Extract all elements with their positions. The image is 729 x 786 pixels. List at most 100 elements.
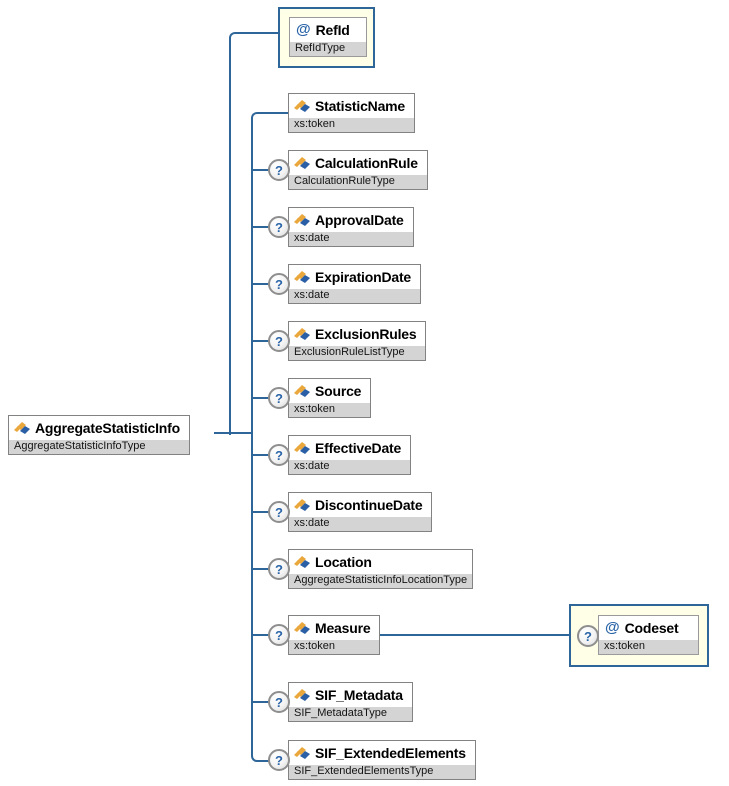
element-name: Measure <box>315 620 371 636</box>
optional-indicator-calculation-rule: ? <box>268 159 290 181</box>
optional-indicator-source: ? <box>268 387 290 409</box>
element-icon <box>294 270 310 283</box>
optional-indicator-effective-date: ? <box>268 444 290 466</box>
element-icon <box>294 498 310 511</box>
node-title-row: Measure <box>289 616 379 640</box>
connector-refid <box>229 32 280 435</box>
element-icon <box>294 555 310 568</box>
optional-indicator-exclusion-rules: ? <box>268 330 290 352</box>
element-type: SIF_MetadataType <box>289 707 412 721</box>
element-name: ExclusionRules <box>315 326 417 342</box>
connector-branch-effective-date <box>251 454 283 456</box>
node-title-row: DiscontinueDate <box>289 493 431 517</box>
attribute-name: Codeset <box>624 620 679 636</box>
optional-indicator-expiration-date: ? <box>268 273 290 295</box>
attribute-at-icon: @ <box>296 21 311 38</box>
node-approval-date[interactable]: ApprovalDate xs:date <box>288 207 414 247</box>
connector-measure-codeset <box>380 634 570 636</box>
node-aggregate-statistic-info[interactable]: AggregateStatisticInfo AggregateStatisti… <box>8 415 190 455</box>
element-icon <box>294 156 310 169</box>
element-icon <box>294 621 310 634</box>
element-type: AggregateStatisticInfoType <box>9 440 189 454</box>
optional-indicator-discontinue-date: ? <box>268 501 290 523</box>
optional-indicator-sif-metadata: ? <box>268 691 290 713</box>
node-statistic-name[interactable]: StatisticName xs:token <box>288 93 415 133</box>
connector-branch-discontinue-date <box>251 511 283 513</box>
optional-indicator-measure: ? <box>268 624 290 646</box>
element-type: xs:token <box>289 640 380 654</box>
node-title-row: SIF_ExtendedElements <box>289 741 475 765</box>
node-title-row: @ Codeset <box>599 616 698 640</box>
node-effective-date[interactable]: EffectiveDate xs:date <box>288 435 412 475</box>
connector-root <box>214 432 253 434</box>
connector-branch-expiration-date <box>251 283 283 285</box>
element-type: xs:token <box>289 403 371 417</box>
element-name: Source <box>315 383 362 399</box>
node-calculation-rule[interactable]: CalculationRule CalculationRuleType <box>288 150 428 190</box>
node-title-row: StatisticName <box>289 94 414 118</box>
node-expiration-date[interactable]: ExpirationDate xs:date <box>288 264 421 304</box>
node-refid-attribute[interactable]: @ RefId RefIdType <box>278 7 375 68</box>
node-source[interactable]: Source xs:token <box>288 378 372 418</box>
element-name: ExpirationDate <box>315 269 411 285</box>
node-title-row: ExclusionRules <box>289 322 425 346</box>
node-title-row: @ RefId <box>290 18 366 42</box>
node-title-row: SIF_Metadata <box>289 683 412 707</box>
element-type: AggregateStatisticInfoLocationType <box>289 574 473 588</box>
element-name: SIF_ExtendedElements <box>315 745 466 761</box>
attribute-at-icon: @ <box>605 619 620 636</box>
node-location[interactable]: Location AggregateStatisticInfoLocationT… <box>288 549 474 589</box>
attribute-type: RefIdType <box>290 42 366 56</box>
element-name: StatisticName <box>315 98 405 114</box>
connector-branch-approval-date <box>251 226 283 228</box>
element-icon <box>294 688 310 701</box>
node-title-row: Source <box>289 379 370 403</box>
node-discontinue-date[interactable]: DiscontinueDate xs:date <box>288 492 433 532</box>
node-sif-extended-elements[interactable]: SIF_ExtendedElements SIF_ExtendedElement… <box>288 740 476 780</box>
element-icon <box>294 327 310 340</box>
element-type: ExclusionRuleListType <box>289 346 426 360</box>
node-title-row: Location <box>289 550 472 574</box>
attribute-type: xs:token <box>599 640 698 654</box>
connector-branch-sif-metadata <box>251 701 283 703</box>
element-type: xs:token <box>289 118 414 132</box>
element-type: CalculationRuleType <box>289 175 427 189</box>
node-title-row: CalculationRule <box>289 151 427 175</box>
element-name: DiscontinueDate <box>315 497 423 513</box>
attribute-name: RefId <box>315 22 350 38</box>
element-name: Location <box>315 554 372 570</box>
element-icon <box>294 384 310 397</box>
node-sif-metadata[interactable]: SIF_Metadata SIF_MetadataType <box>288 682 413 722</box>
connector-sequence-trunk <box>251 112 288 762</box>
node-title-row: ApprovalDate <box>289 208 413 232</box>
element-icon <box>294 441 310 454</box>
connector-branch-measure <box>251 634 283 636</box>
element-type: xs:date <box>289 517 432 531</box>
optional-indicator-approval-date: ? <box>268 216 290 238</box>
connector-branch-source <box>251 397 283 399</box>
element-name: EffectiveDate <box>315 440 402 456</box>
node-measure[interactable]: Measure xs:token <box>288 615 381 655</box>
optional-indicator-sif-extended-elements: ? <box>268 749 290 771</box>
node-title-row: AggregateStatisticInfo <box>9 416 189 440</box>
node-title-row: EffectiveDate <box>289 436 410 460</box>
element-name: ApprovalDate <box>315 212 404 228</box>
element-name: SIF_Metadata <box>315 687 403 703</box>
connector-branch-exclusion-rules <box>251 340 283 342</box>
optional-indicator-codeset: ? <box>577 625 599 647</box>
node-title-row: ExpirationDate <box>289 265 420 289</box>
element-type: SIF_ExtendedElementsType <box>289 765 475 779</box>
element-name: AggregateStatisticInfo <box>35 420 180 436</box>
element-icon <box>294 99 310 112</box>
element-icon <box>14 421 30 434</box>
element-icon <box>294 213 310 226</box>
connector-branch-calculation-rule <box>251 169 283 171</box>
element-icon <box>294 746 310 759</box>
connector-branch-location <box>251 568 283 570</box>
node-exclusion-rules[interactable]: ExclusionRules ExclusionRuleListType <box>288 321 427 361</box>
optional-indicator-location: ? <box>268 558 290 580</box>
node-codeset-attribute[interactable]: ? @ Codeset xs:token <box>569 604 709 667</box>
element-name: CalculationRule <box>315 155 418 171</box>
element-type: xs:date <box>289 460 411 474</box>
element-type: xs:date <box>289 232 413 246</box>
